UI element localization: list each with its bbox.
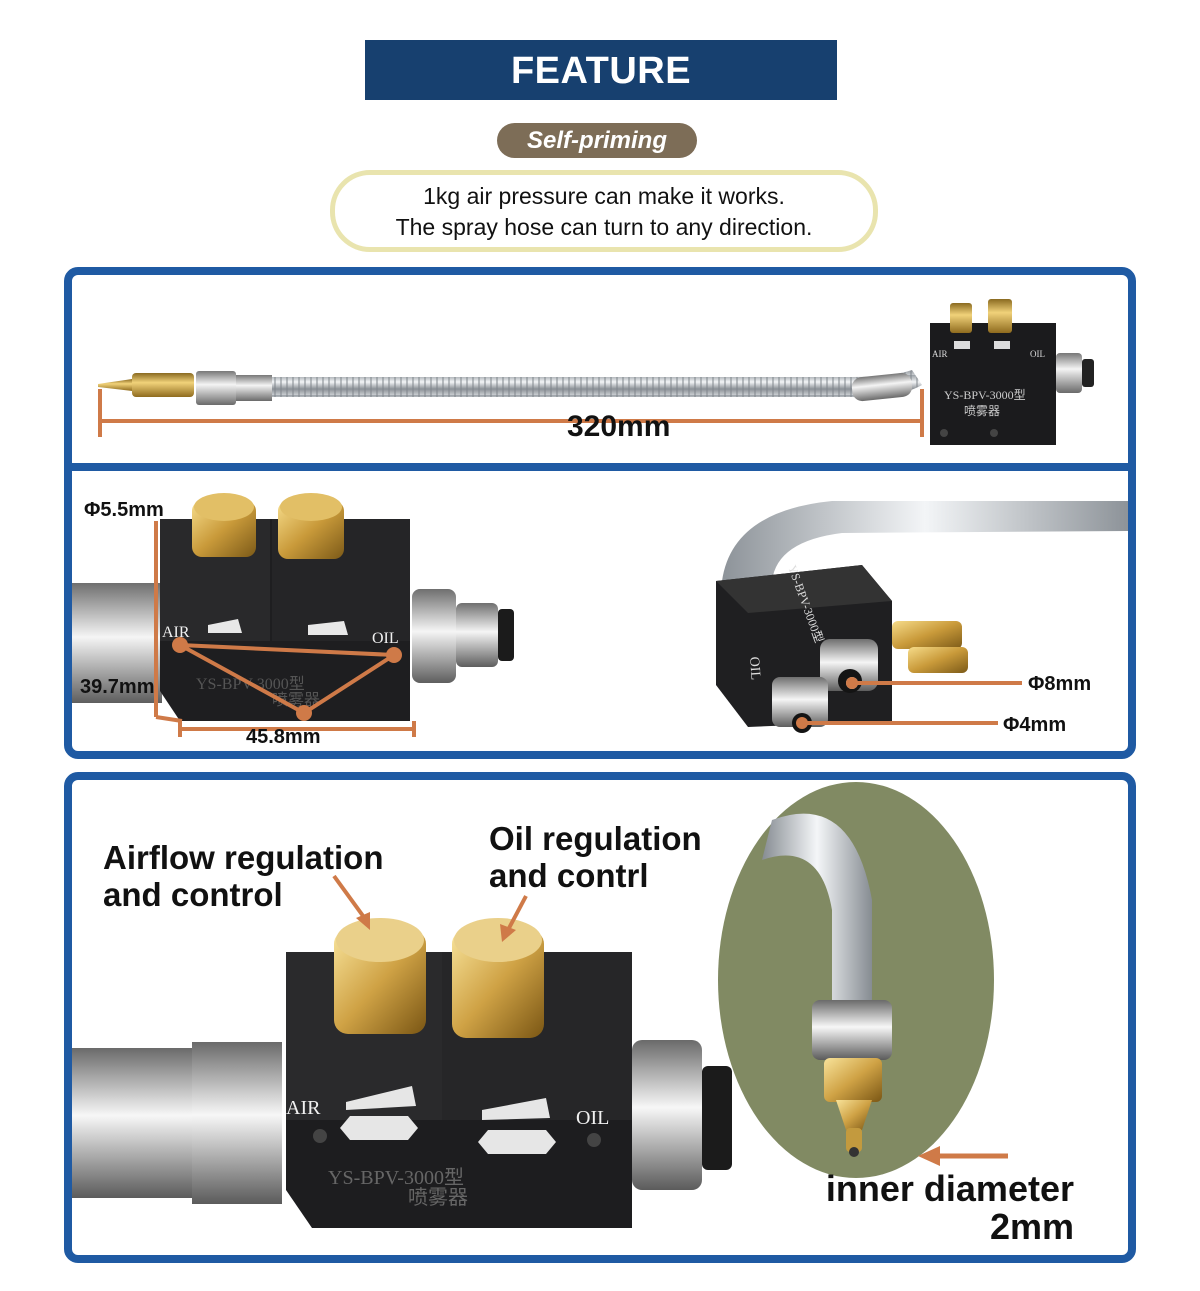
- oil-label-line-2: and contrl: [489, 857, 649, 894]
- top-block-name: 喷雾器: [964, 404, 1000, 418]
- description-line-1: 1kg air pressure can make it works.: [423, 183, 785, 209]
- flexible-hose: [272, 370, 922, 398]
- mid-port-oil: OIL: [372, 630, 399, 647]
- feature-description: 1kg air pressure can make it works. The …: [330, 170, 878, 252]
- self-priming-badge: Self-priming: [497, 123, 697, 158]
- mid-block-name: 喷雾器: [272, 691, 320, 709]
- side-oil: OIL: [746, 656, 763, 680]
- dim-width-label: 45.8mm: [246, 726, 321, 748]
- top-port-oil: OIL: [1030, 349, 1045, 359]
- sprayer-full-illustration: AIR OIL YS-BPV-3000型 喷雾器: [98, 299, 1094, 445]
- nozzle-tip: [132, 373, 194, 397]
- description-line-2: The spray hose can turn to any direction…: [395, 214, 813, 240]
- airflow-knob: [334, 918, 426, 1034]
- oil-knob: [452, 918, 544, 1038]
- mid-port-air: AIR: [162, 624, 190, 641]
- top-port-air: AIR: [932, 349, 948, 359]
- dim-port-small-label: Φ4mm: [1003, 714, 1067, 736]
- controls-illustration: AIR OIL YS-BPV-3000型 喷雾器: [72, 782, 1008, 1228]
- panel-divider: [64, 463, 1136, 471]
- top-block-model: YS-BPV-3000型: [944, 388, 1026, 402]
- inner-diameter-label: inner diameter 2mm: [804, 1170, 1074, 1246]
- feature-banner: FEATURE: [365, 40, 837, 100]
- airflow-label: Airflow regulation and control: [103, 839, 384, 913]
- bottom-port-oil: OIL: [576, 1107, 609, 1129]
- bottom-port-air: AIR: [286, 1097, 321, 1119]
- dim-height-label: 39.7mm: [80, 676, 155, 698]
- dim-port-large-label: Φ8mm: [1028, 673, 1092, 695]
- bottom-block-model: YS-BPV-3000型: [328, 1166, 464, 1189]
- oil-label: Oil regulation and contrl: [489, 820, 702, 894]
- inner-label-line-1: inner diameter: [825, 1168, 1074, 1209]
- inner-label-line-2: 2mm: [989, 1206, 1074, 1247]
- dim-height-top-label: Φ5.5mm: [84, 499, 164, 521]
- spray-block: [930, 323, 1056, 445]
- airflow-label-line-2: and control: [103, 876, 283, 913]
- length-label: 320mm: [567, 410, 671, 443]
- block-dimension-illustration: AIR OIL YS-BPV-3000型 喷雾器 YS-BPV-3000型 OI…: [72, 493, 1128, 737]
- bottom-block-name: 喷雾器: [408, 1186, 468, 1209]
- oil-label-line-1: Oil regulation: [489, 820, 702, 857]
- airflow-label-line-1: Airflow regulation: [103, 839, 384, 876]
